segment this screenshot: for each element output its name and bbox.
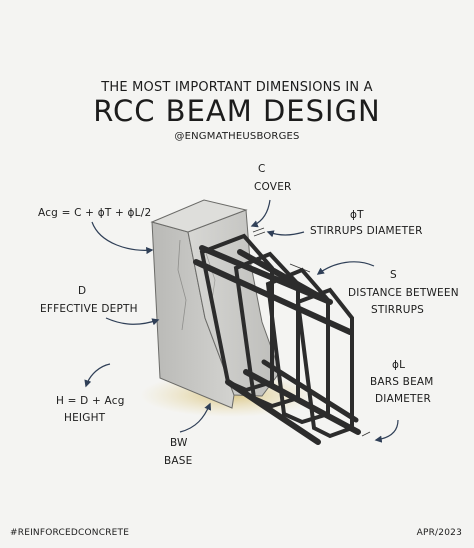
stirrup bbox=[265, 267, 330, 425]
rebar-cage bbox=[193, 233, 361, 445]
cover-symbol: C bbox=[258, 163, 266, 175]
stirrup bbox=[295, 287, 354, 439]
spacing-label-line2: STIRRUPS bbox=[371, 304, 425, 316]
cover-leader-arrow bbox=[250, 199, 271, 228]
footer-hashtag: #REINFORCEDCONCRETE bbox=[10, 528, 130, 538]
height-formula: H = D + Acg bbox=[56, 395, 125, 407]
spacing-symbol: S bbox=[390, 269, 397, 281]
base-leader-arrow bbox=[179, 402, 212, 433]
depth-leader-arrow bbox=[105, 317, 160, 326]
author-handle: @ENGMATHEUSBORGES bbox=[174, 131, 300, 142]
concrete-top-face bbox=[150, 199, 248, 233]
bar-leader-arrow bbox=[374, 419, 399, 443]
stirrup-leader-arrow bbox=[266, 230, 305, 238]
cover-dimension-tick bbox=[252, 227, 266, 237]
stirrup-diameter-symbol: ϕT bbox=[350, 209, 364, 221]
spacing-label-line1: DISTANCE BETWEEN bbox=[348, 287, 459, 299]
base-label: BASE bbox=[164, 455, 193, 467]
footer-date: APR/2023 bbox=[416, 528, 462, 538]
height-leader-arrow bbox=[84, 363, 111, 388]
concrete-crack bbox=[204, 249, 216, 301]
acg-leader-arrow bbox=[91, 221, 154, 255]
header-title: RCC BEAM DESIGN bbox=[93, 94, 381, 128]
base-symbol: BW bbox=[170, 437, 188, 449]
acg-formula: Acg = C + ϕT + ϕL/2 bbox=[38, 207, 152, 219]
cover-label: COVER bbox=[254, 181, 292, 193]
header-subtitle: THE MOST IMPORTANT DIMENSIONS IN A bbox=[101, 80, 373, 95]
longitudinal-bar bbox=[243, 369, 361, 435]
bar-diameter-symbol: ϕL bbox=[392, 359, 406, 371]
spacing-leader-arrow bbox=[316, 261, 375, 275]
spacing-dimension-tick bbox=[289, 263, 311, 273]
stirrup bbox=[233, 251, 300, 409]
concrete-crack bbox=[177, 239, 187, 331]
depth-symbol: D bbox=[78, 285, 87, 297]
height-label: HEIGHT bbox=[64, 412, 106, 424]
bar-dimension-tick bbox=[361, 431, 371, 437]
bar-diameter-line2: DIAMETER bbox=[375, 393, 432, 405]
stirrup bbox=[199, 233, 274, 393]
depth-label: EFFECTIVE DEPTH bbox=[40, 303, 138, 315]
longitudinal-bar bbox=[225, 379, 321, 445]
bar-diameter-line1: BARS BEAM bbox=[370, 376, 434, 388]
stirrup-diameter-label: STIRRUPS DIAMETER bbox=[310, 225, 423, 237]
